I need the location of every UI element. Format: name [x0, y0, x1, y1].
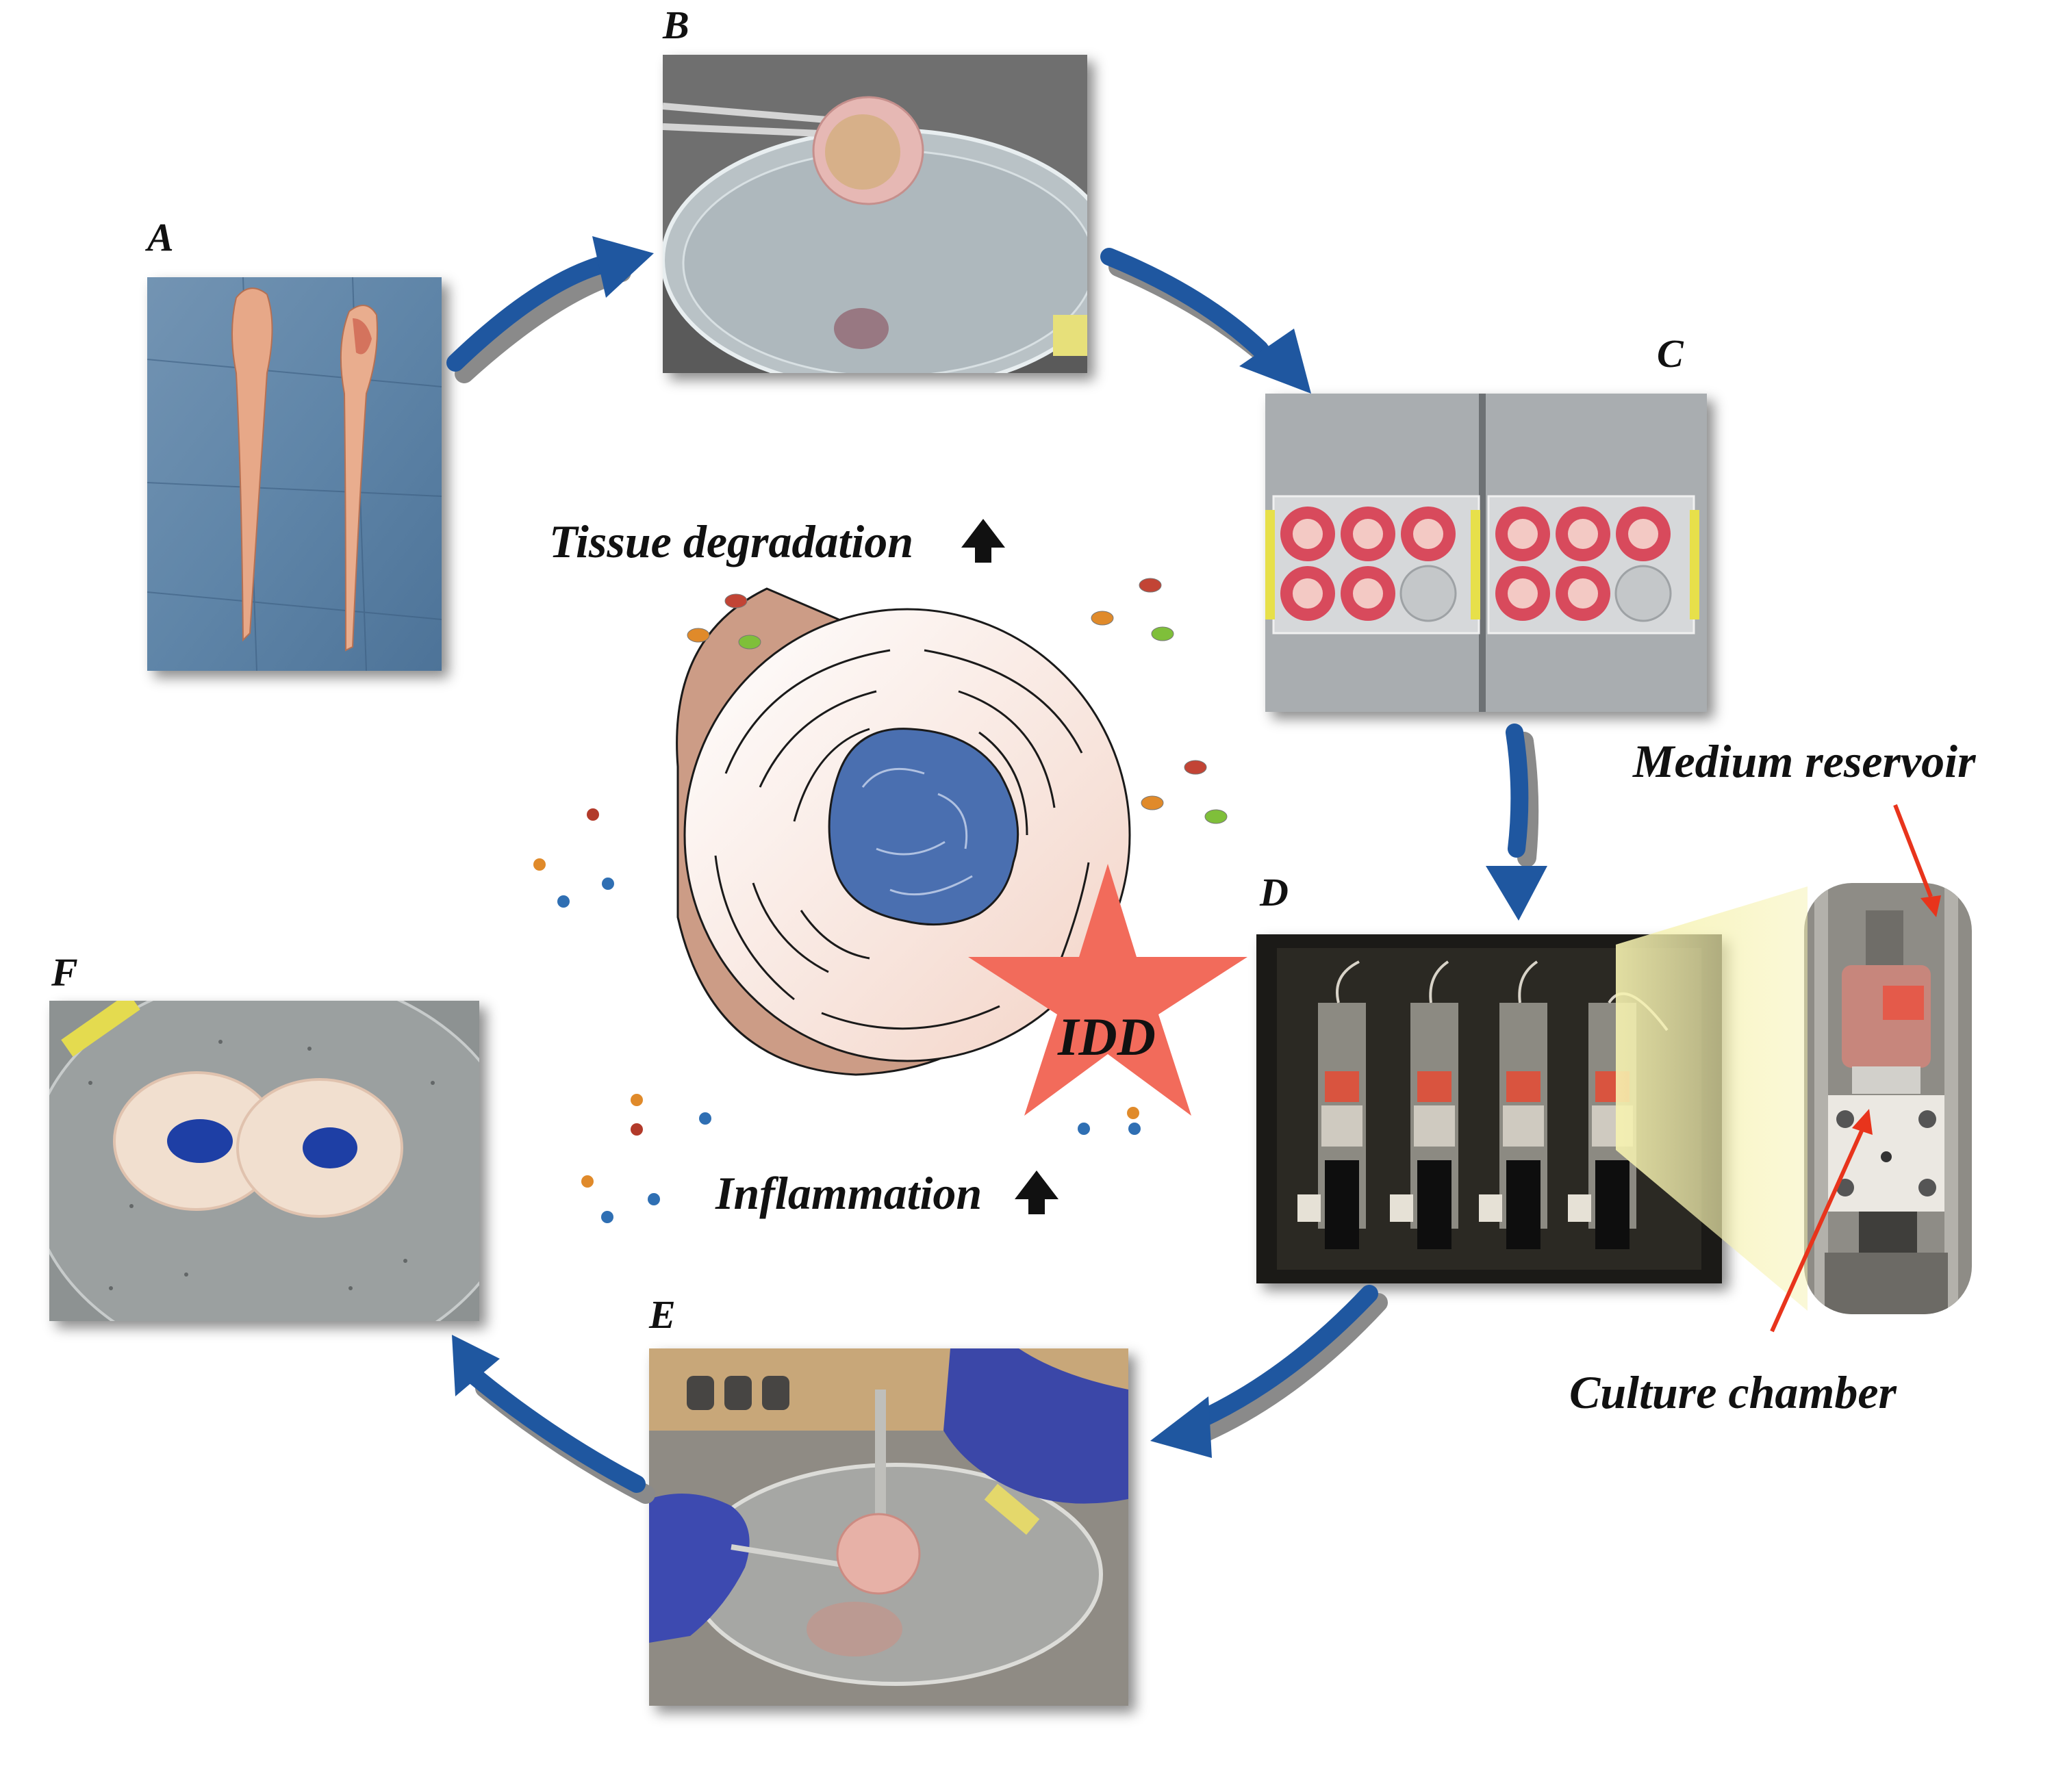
panel-d-label: D — [1260, 870, 1289, 914]
curved-arrow-icon-c-to-d — [1486, 724, 1547, 921]
bold-up-arrow-icon-top — [961, 519, 1005, 563]
inflammation-caption: Inflammation — [715, 1167, 982, 1219]
panel-e-label: E — [649, 1292, 676, 1337]
panel-b-photo — [663, 55, 1087, 373]
panel-a-label: A — [147, 215, 174, 259]
medium-reservoir-label: Medium reservoir — [1633, 735, 1976, 787]
panel-c-label: C — [1657, 331, 1684, 376]
particle-dots — [533, 808, 1141, 1223]
panel-e-photo — [649, 1348, 1128, 1706]
idd-star — [968, 864, 1247, 1116]
zoom-beam — [1616, 886, 1808, 1311]
panel-a-photo — [147, 277, 442, 671]
curved-arrow-icon-b-to-c — [1100, 248, 1311, 394]
bold-up-arrow-icon-bottom — [1015, 1170, 1058, 1214]
panel-d-inset-photo — [1804, 883, 1972, 1314]
panel-f-label: F — [51, 950, 78, 995]
curved-arrow-icon-d-to-e — [1150, 1285, 1388, 1458]
curved-arrow-icon-a-to-b — [446, 236, 654, 383]
panel-f-photo — [49, 1001, 479, 1321]
cytokine-ovals — [687, 578, 1228, 824]
panel-b-label: B — [663, 3, 689, 47]
tissue-degradation-caption: Tissue degradation — [549, 515, 914, 567]
reservoir-pointer — [1893, 804, 1941, 917]
chamber-pointer — [1770, 1109, 1873, 1333]
intervertebral-disc-illustration — [676, 587, 1131, 1076]
idd-label: IDD — [1058, 1007, 1156, 1066]
panel-c-photo — [1265, 394, 1707, 712]
curved-arrow-icon-e-to-f — [452, 1335, 655, 1504]
culture-chamber-label: Culture chamber — [1569, 1366, 1897, 1418]
